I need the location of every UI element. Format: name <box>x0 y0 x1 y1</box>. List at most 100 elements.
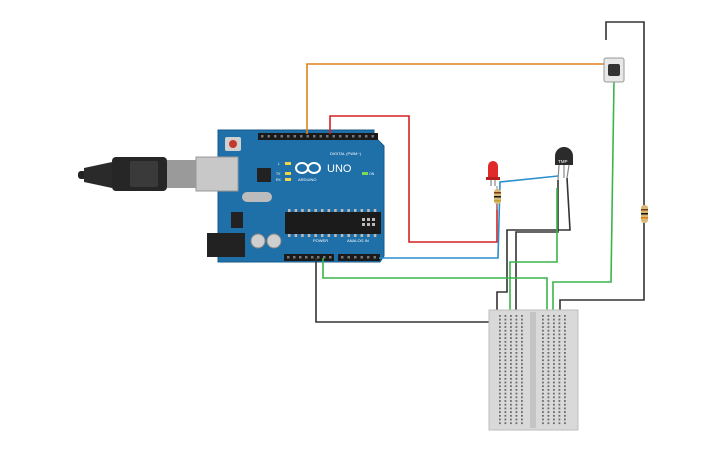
breadboard-hole <box>504 315 507 317</box>
breadboard-hole <box>553 337 555 339</box>
breadboard-hole <box>521 392 523 395</box>
breadboard-hole <box>553 326 555 328</box>
breadboard-hole <box>564 315 566 317</box>
digital-pin <box>345 135 348 138</box>
chip-pin <box>354 234 357 237</box>
breadboard-holes <box>499 315 566 425</box>
breadboard-hole <box>553 374 555 376</box>
usb-chip <box>257 168 271 182</box>
led-resistor[interactable] <box>494 186 501 210</box>
digital-pin <box>332 135 335 138</box>
breadboard-hole <box>558 396 561 399</box>
wire-black-sensor[interactable] <box>515 180 559 323</box>
wire-black-sensor-2[interactable] <box>496 177 571 323</box>
breadboard-hole <box>510 326 512 328</box>
breadboard-hole <box>553 392 555 395</box>
breadboard-hole <box>564 400 566 402</box>
chip-pin <box>327 209 331 212</box>
breadboard-hole <box>558 333 561 336</box>
breadboard-hole <box>547 377 550 380</box>
wire-black-resistor[interactable] <box>559 222 645 323</box>
button-resistor-band-2 <box>641 213 648 215</box>
breadboard-hole <box>504 329 507 332</box>
breadboard-hole <box>499 344 501 347</box>
breadboard-hole <box>521 318 523 321</box>
breadboard-hole <box>553 385 555 388</box>
breadboard-hole <box>521 396 523 399</box>
wire-black-button[interactable] <box>605 21 645 212</box>
breadboard-hole <box>564 340 566 343</box>
arduino-board[interactable]: DIGITAL (PWM~) UNO ARDUINO L TX RX ON PO… <box>195 129 385 263</box>
led-resistor-band-1 <box>494 192 501 194</box>
breadboard-hole <box>515 352 518 354</box>
analog-pin <box>373 256 376 259</box>
breadboard-hole <box>547 366 550 369</box>
breadboard-hole <box>553 370 555 373</box>
breadboard-hole <box>504 389 507 391</box>
breadboard-hole <box>499 403 501 406</box>
breadboard-hole <box>521 381 523 384</box>
atmega-chip <box>285 212 381 234</box>
wire-green-button[interactable] <box>552 79 615 323</box>
icsp-pin <box>367 223 370 226</box>
icsp-pin <box>362 218 365 221</box>
digital-pin <box>313 135 316 138</box>
analog-pin <box>367 256 370 259</box>
breadboard-hole <box>515 392 518 395</box>
breadboard-hole <box>553 400 555 402</box>
led-bulb <box>488 161 498 178</box>
breadboard-hole <box>504 374 507 376</box>
breadboard-hole <box>547 344 550 347</box>
temperature-sensor[interactable]: TMP <box>555 147 573 181</box>
digital-header <box>258 133 378 140</box>
wire-green-sensor[interactable] <box>509 188 558 323</box>
breadboard-hole <box>504 370 507 373</box>
breadboard-hole <box>515 333 518 336</box>
breadboard-hole <box>558 326 561 328</box>
analog-label: ANALOG IN <box>347 238 369 243</box>
breadboard-hole <box>547 396 550 399</box>
breadboard-hole <box>553 359 555 362</box>
breadboard-hole <box>553 418 555 421</box>
led-rx <box>285 178 291 181</box>
chip-pin <box>314 234 317 237</box>
breadboard-hole <box>521 389 523 391</box>
breadboard-hole <box>558 381 561 384</box>
breadboard-hole <box>499 329 501 332</box>
breadboard-hole <box>542 411 544 413</box>
breadboard-hole <box>510 370 512 373</box>
digital-pin <box>306 135 309 138</box>
breadboard-hole <box>515 400 518 402</box>
breadboard-hole <box>499 381 501 384</box>
breadboard-hole <box>504 396 507 399</box>
breadboard-hole <box>521 366 523 369</box>
breadboard-hole <box>558 392 561 395</box>
button-resistor[interactable] <box>641 205 648 223</box>
breadboard-hole <box>499 348 501 351</box>
breadboard-hole <box>564 363 566 365</box>
breadboard-hole <box>542 359 544 362</box>
red-led[interactable] <box>486 161 500 186</box>
breadboard-hole <box>499 370 501 373</box>
breadboard-hole <box>542 407 544 410</box>
usb-cable[interactable] <box>78 157 197 191</box>
wire-blue[interactable] <box>379 175 559 259</box>
usb-socket <box>195 156 239 192</box>
breadboard-hole <box>542 355 544 358</box>
breadboard-hole <box>504 352 507 354</box>
push-button[interactable] <box>603 57 625 83</box>
breadboard-hole <box>515 337 518 339</box>
breadboard[interactable] <box>488 309 579 431</box>
power-pin <box>311 256 314 259</box>
led-rx-label: RX <box>276 178 282 182</box>
wire-green-5v[interactable] <box>322 258 548 323</box>
logo-loop-right <box>307 162 321 174</box>
button-resistor-band-1 <box>641 209 648 211</box>
wire-orange[interactable] <box>306 63 606 134</box>
breadboard-hole <box>515 340 518 343</box>
chip-pin <box>367 234 370 237</box>
wire-black-gnd[interactable] <box>315 258 500 323</box>
wire-red[interactable] <box>329 115 498 243</box>
breadboard-hole <box>504 377 507 380</box>
push-button-cap <box>608 64 620 76</box>
